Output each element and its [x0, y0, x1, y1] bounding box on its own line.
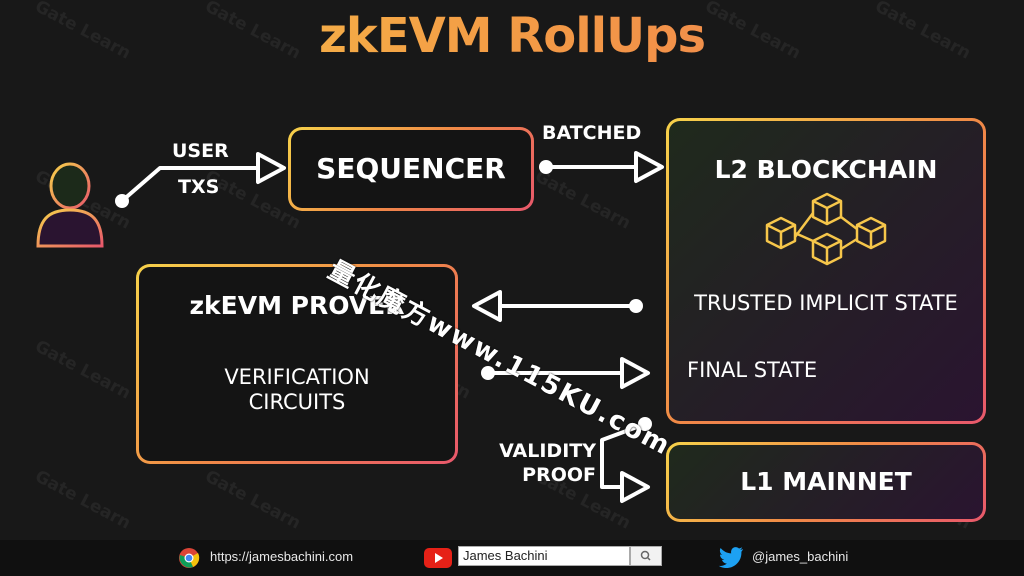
chrome-icon: [179, 548, 200, 568]
website-link[interactable]: https://jamesbachini.com: [210, 549, 354, 564]
user-label: USER: [172, 140, 229, 162]
proof-label: PROOF: [522, 464, 596, 486]
verification-label: VERIFICATION: [224, 365, 370, 389]
connector-layer: [115, 151, 664, 503]
twitter-icon: [718, 547, 743, 568]
txs-label: TXS: [178, 176, 220, 198]
blockchain-cubes-icon: [765, 192, 887, 266]
user-icon: [36, 162, 104, 248]
final-state-label: FINAL STATE: [687, 358, 818, 382]
sequencer-box: SEQUENCER: [288, 127, 534, 211]
youtube-search-button[interactable]: [630, 546, 662, 566]
l2-title: L2 BLOCKCHAIN: [714, 155, 938, 184]
zkevm-prover-box: zkEVM PROVER VERIFICATION CIRCUITS: [136, 264, 458, 464]
youtube-search-field[interactable]: James Bachini: [458, 546, 630, 566]
batched-label: BATCHED: [542, 122, 642, 144]
l1-mainnet-box: L1 MAINNET: [666, 442, 986, 522]
diagram-title: zkEVM RollUps: [0, 8, 1024, 64]
search-icon: [640, 550, 651, 561]
youtube-icon: [424, 548, 452, 568]
twitter-handle-link[interactable]: @james_bachini: [752, 549, 849, 564]
prover-title: zkEVM PROVER: [189, 291, 405, 320]
validity-label: VALIDITY: [499, 440, 596, 462]
circuits-label: CIRCUITS: [248, 390, 346, 414]
l1-mainnet-label: L1 MAINNET: [740, 467, 912, 496]
sequencer-label: SEQUENCER: [316, 152, 506, 185]
l2-blockchain-box: L2 BLOCKCHAIN TRUSTED IMPLICIT STATE FIN…: [666, 118, 986, 424]
trusted-implicit-state-label: TRUSTED IMPLICIT STATE: [694, 291, 958, 315]
